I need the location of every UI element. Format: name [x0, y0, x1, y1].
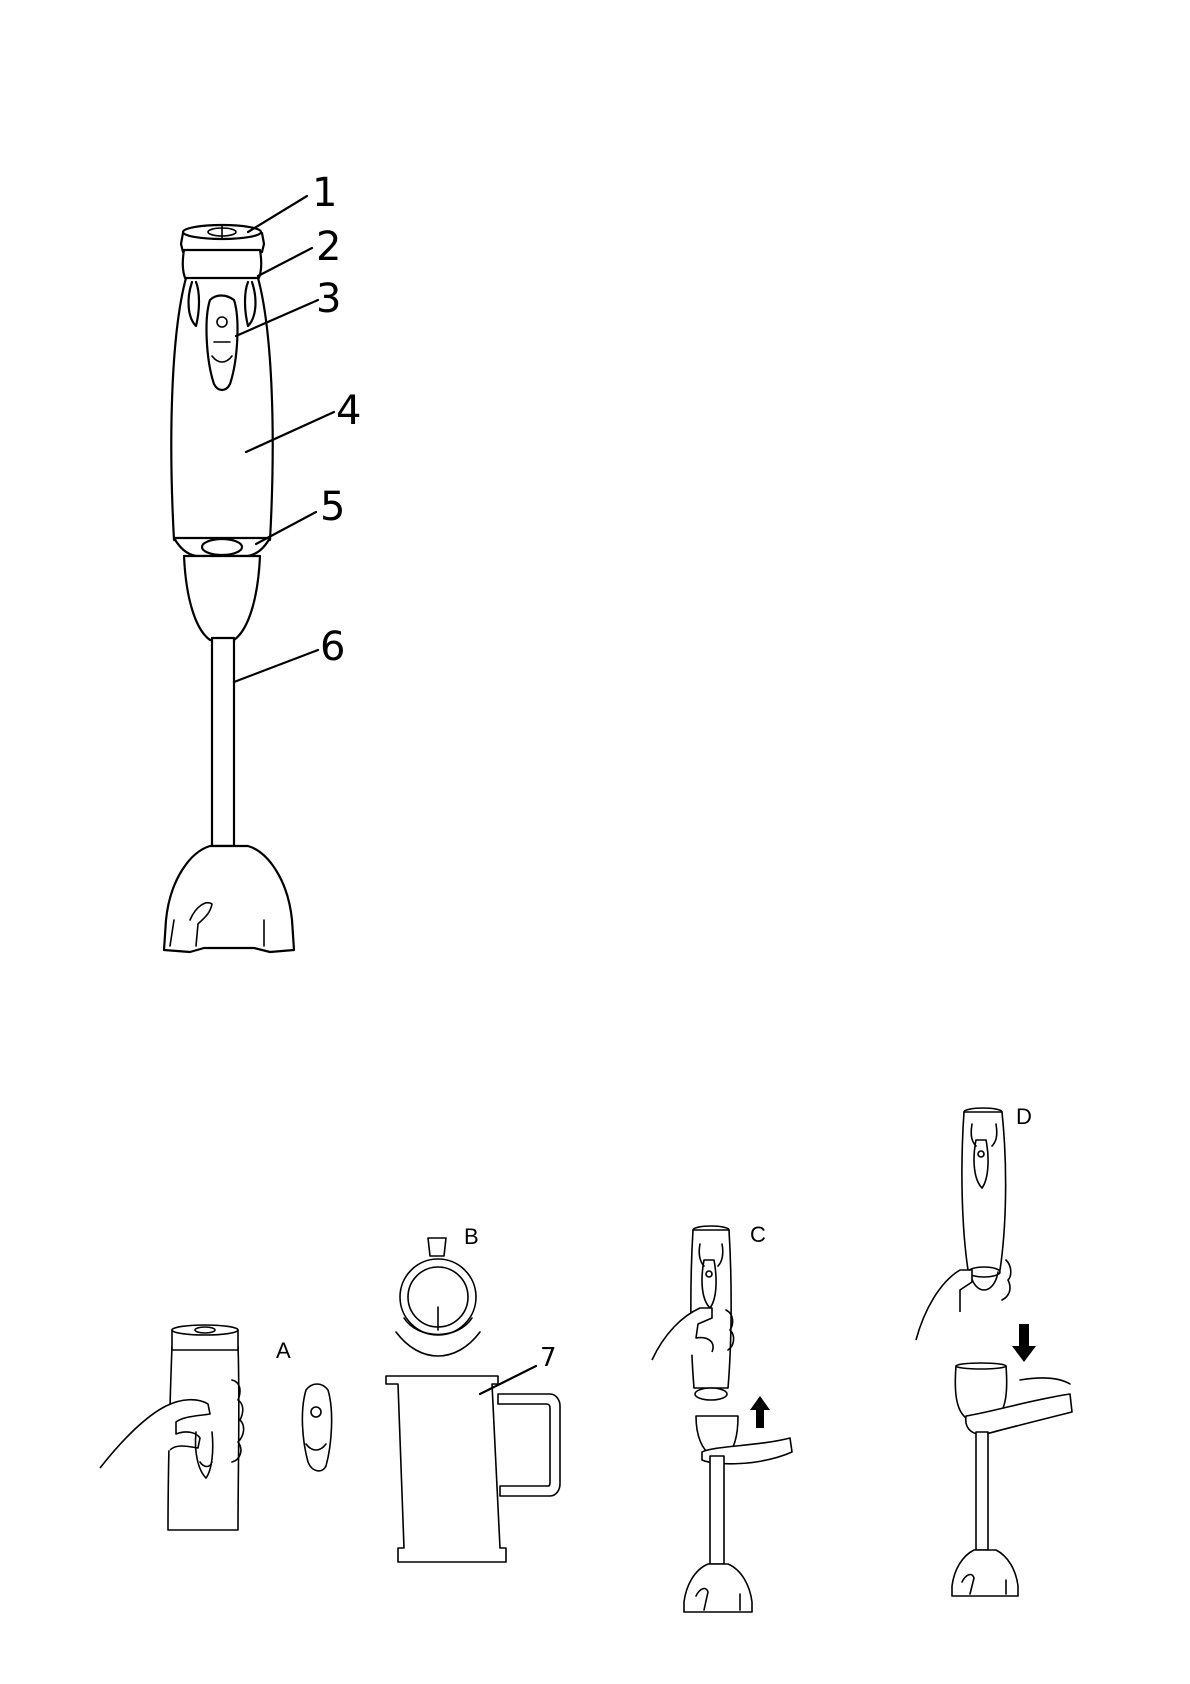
step-c-label: C	[750, 1222, 766, 1247]
step-c-illustration	[652, 1226, 792, 1612]
callout-4-label: 4	[336, 388, 361, 434]
main-blender-illustration	[164, 225, 294, 952]
callout-1-label: 1	[312, 170, 337, 216]
callout-2-label: 2	[316, 224, 341, 270]
step-d-illustration	[916, 1108, 1072, 1596]
step-d-label: D	[1016, 1104, 1032, 1129]
step-a-label: A	[276, 1338, 291, 1363]
callout-5-label: 5	[320, 484, 345, 530]
callout-6-label: 6	[320, 624, 345, 670]
step-b-label: B	[464, 1224, 479, 1249]
callout-7-label: 7	[540, 1343, 557, 1373]
step-b-illustration	[386, 1238, 560, 1562]
step-a-illustration	[100, 1325, 332, 1530]
callout-3-label: 3	[316, 276, 341, 322]
